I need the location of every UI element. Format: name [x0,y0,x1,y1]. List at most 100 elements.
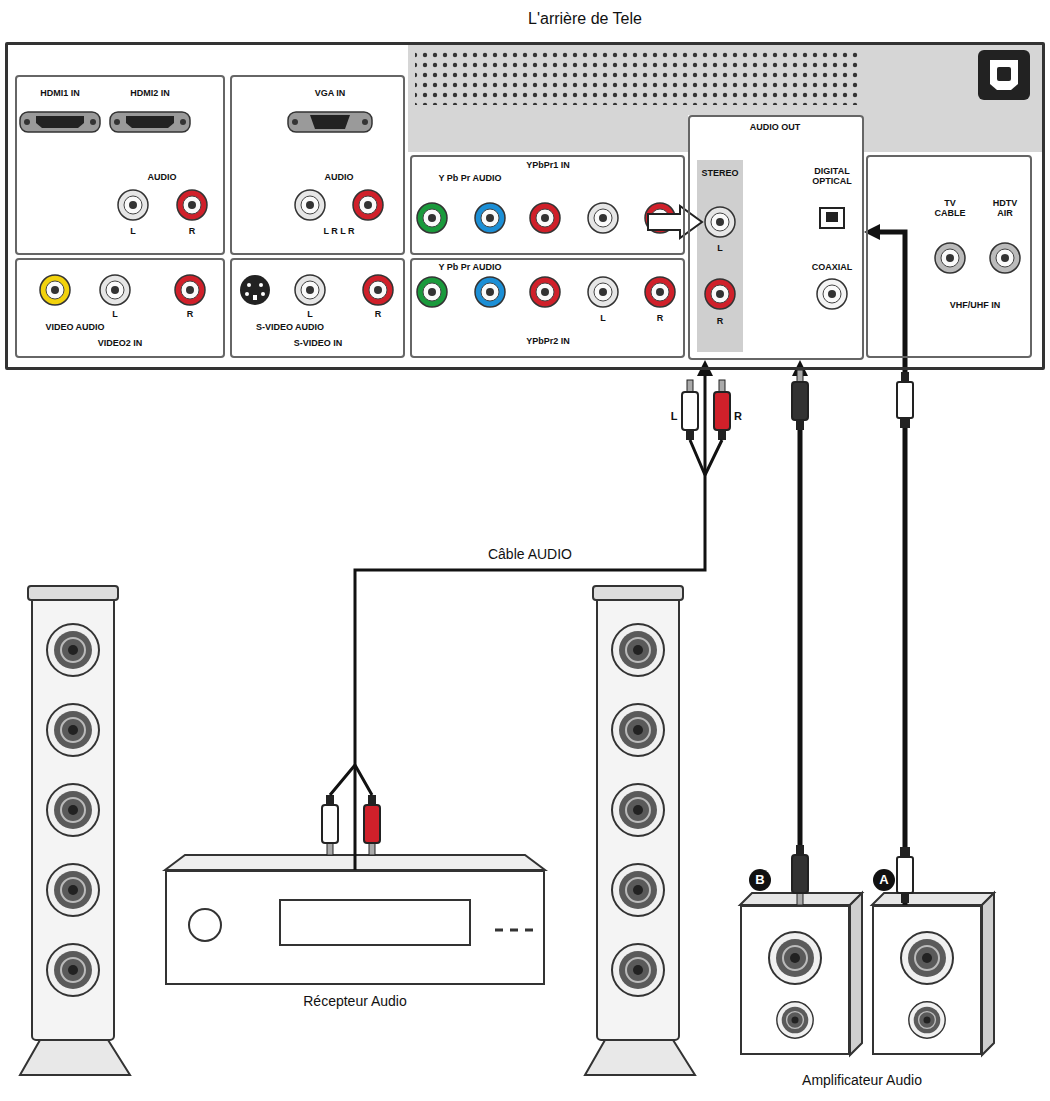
rca-jack [118,190,148,220]
antenna-input-panel: TV CABLEHDTV AIRVHF/UHF IN [866,155,1032,358]
panel-ground [5,42,1045,370]
power-socket-face [990,60,1018,90]
device-label: Récepteur Audio [303,993,407,1009]
hdmi-port [20,112,100,132]
s-video-jack [240,275,270,305]
rca-jack [417,203,447,233]
audio-amplifier: A [872,905,982,1055]
receiver-buttons [495,929,533,932]
vga-port [288,112,372,132]
s-video-pin [261,292,265,296]
coaxial-plug [792,370,808,430]
port-label: AUDIO [325,172,354,182]
port-label: VIDEO2 IN [98,338,143,348]
port-label: YPbPr2 IN [526,336,570,346]
rca-jack [177,190,207,220]
optical-port-hole [826,212,838,222]
tv-back-panel: HDMI1 INHDMI2 INAUDIOLR VGA IN AUDIO L R L … [5,42,1045,370]
rca-plug [322,795,338,855]
port-label: L [600,313,606,323]
tower-speaker [585,586,695,1075]
rca-jack [295,190,325,220]
rca-plug [714,380,730,440]
s-video-input-panel: S-VIDEO AUDIOLRS-VIDEO IN [230,258,405,358]
port-label: HDTV AIR [985,198,1025,219]
audio-cable [798,368,803,905]
cable-split [330,765,372,795]
receiver-drawing [165,855,545,985]
rca-jack [705,207,735,237]
stereo-highlight [697,160,743,352]
port-label: DIGITAL OPTICAL [805,166,860,187]
hdmi-port [110,112,190,132]
ypbpr1-input-panel: YPbPr1 INY Pb Pr AUDIO [410,155,685,255]
port-label: COAXIAL [812,262,853,272]
rca-jack [475,277,505,307]
port-label: HDMI1 IN [40,88,80,98]
rca-jack [353,190,383,220]
receiver-front [165,870,545,985]
port-label: VGA IN [315,88,346,98]
vent-holes [415,50,860,105]
port-label: L R L R [323,226,354,236]
port-label: YPbPr1 IN [526,160,570,170]
callout-letter: A [873,869,895,891]
port-label: R [189,226,196,236]
audio-out-panel: AUDIO OUTSTEREOLRDIGITAL OPTICALCOAXIAL [688,115,864,360]
port-label: R [375,309,382,319]
optical-port-body [820,208,844,228]
rca-plug [364,795,380,855]
port-label: L [307,309,313,319]
rca-jack [588,277,618,307]
audio-out-ground [688,115,862,360]
optical-plug [897,847,913,903]
rca-jack [588,203,618,233]
port-label: Y Pb Pr AUDIO [438,262,501,272]
rca-jack [100,275,130,305]
rca-jack [530,203,560,233]
rca-jack [645,277,675,307]
port-label: AUDIO [148,172,177,182]
receiver-display [280,900,470,945]
rca-jack [530,277,560,307]
amplifier-drawing [872,893,994,1055]
port-label: R [187,309,194,319]
power-socket [978,50,1030,100]
port-label: S-VIDEO IN [294,338,343,348]
port-label: R [657,313,664,323]
rca-jack [475,203,505,233]
port-label: AUDIO OUT [750,122,801,132]
rca-jack [417,277,447,307]
amplifier-drawing [740,893,862,1055]
rca-jack [705,279,735,309]
insert-arrow [648,206,702,238]
port-label: VHF/UHF IN [950,300,1001,310]
video2-input-panel: VIDEO AUDIOLRVIDEO2 IN [15,258,225,358]
power-socket-body [978,50,1030,100]
audio-cable [872,232,905,905]
antenna-jack [990,243,1020,273]
vga-flange [288,112,372,132]
vga-input-panel: VGA IN AUDIO L R L R [230,75,405,255]
plug-label: L [671,410,678,423]
vga-screw [362,119,368,125]
audio-receiver: Récepteur Audio [165,870,545,985]
optical-plug [897,372,913,428]
vga-socket [310,115,350,129]
hdmi-input-panel: HDMI1 INHDMI2 INAUDIOLR [15,75,225,255]
power-socket-hole [997,67,1011,81]
s-video-pin [247,283,251,287]
cable-label: Câble AUDIO [485,546,575,562]
s-video-pin [259,283,263,287]
audio-amplifier: B [740,905,850,1055]
port-label: L [112,309,118,319]
port-label: STEREO [701,168,738,178]
vga-screw [292,119,298,125]
device-label: Amplificateur Audio [802,1072,922,1088]
rca-jack [40,275,70,305]
ypbpr2-input-panel: Y Pb Pr AUDIO L R YPbPr2 IN [410,258,685,358]
rca-jack [175,275,205,305]
rca-plug [682,380,698,440]
antenna-jack [935,243,965,273]
